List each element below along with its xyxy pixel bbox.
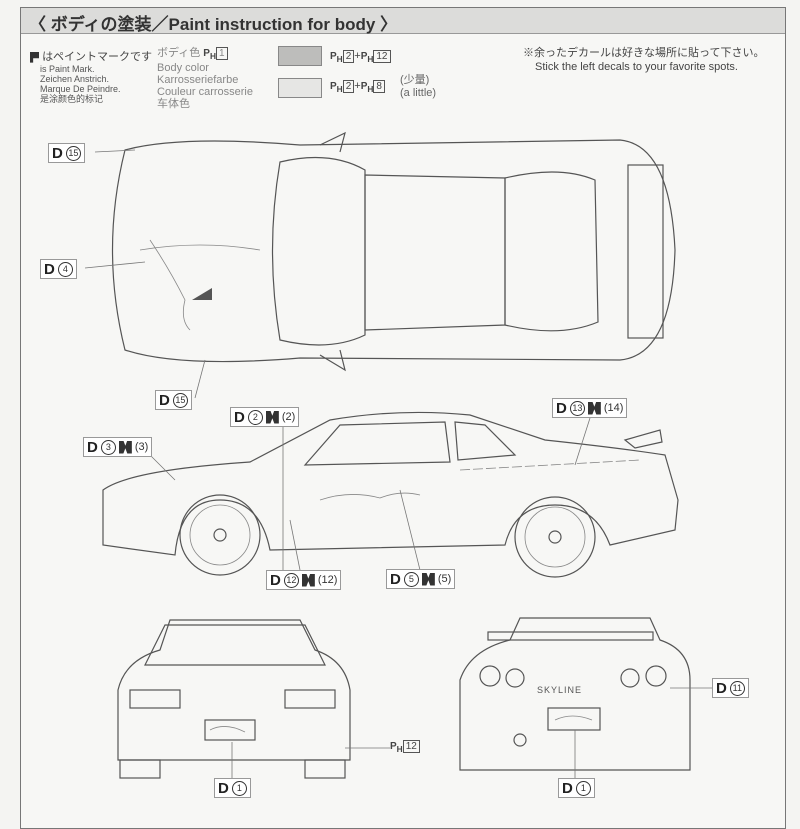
part-number: (12) (317, 574, 338, 586)
paint-mark-ja: はペイントマークです (42, 51, 153, 63)
decal-letter: D (390, 570, 401, 588)
decal-note-en: Stick the left decals to your favorite s… (535, 61, 738, 73)
mix-note-en: (a little) (400, 87, 437, 99)
skyline-emblem: SKYLINE (537, 685, 582, 695)
section-header: 〈 ボディの塗装／Paint instruction for body 〉 (21, 8, 785, 34)
page-frame (20, 7, 786, 829)
car-rear-view (459, 617, 691, 771)
decal-number: 15 (172, 392, 188, 408)
decal-number: 3 (100, 439, 116, 455)
decal-letter: D (234, 408, 245, 426)
decal-letter: D (44, 260, 55, 278)
decal-note-ja: ※余ったデカールは好きな場所に貼って下さい。 (523, 47, 765, 59)
body-color-fr: Couleur carrosserie (157, 86, 253, 98)
plus: + (354, 80, 361, 92)
decal-number: 12 (283, 572, 299, 588)
part-number: (2) (281, 411, 296, 423)
car-side-view (102, 411, 679, 578)
h-mark-icon (301, 573, 315, 587)
part-number: (14) (603, 402, 624, 414)
decal-letter: D (556, 399, 567, 417)
body-color-ja: ボディ色 (157, 47, 201, 59)
color-number: 12 (402, 740, 420, 753)
decal-number: 2 (247, 409, 263, 425)
car-top-view (111, 131, 676, 372)
decal-letter: D (270, 571, 281, 589)
mix-a: 2 (342, 50, 355, 63)
decal-note: ※余ったデカールは好きな場所に貼って下さい。 Stick the left dec… (523, 46, 764, 74)
body-color-de: Karrosseriefarbe (157, 74, 239, 86)
mix-note-ja: (少量) (400, 74, 430, 86)
h-mark-icon (421, 572, 435, 586)
part-number: (5) (437, 573, 452, 585)
decal-number: 5 (403, 571, 419, 587)
decal-number: 1 (575, 780, 591, 796)
decal-number: 4 (57, 261, 73, 277)
mix-b: 8 (373, 80, 385, 93)
decal-letter: D (716, 679, 727, 697)
mix-b: 12 (373, 50, 391, 63)
mix-note: (少量)(a little) (400, 74, 436, 100)
body-color-en: Body color (157, 62, 209, 74)
color-swatch-dark (278, 46, 322, 66)
paint-mark-fr: Marque De Peindre. (40, 84, 121, 94)
paint-mark-legend: はペイントマークです is Paint Mark. Zeichen Anstri… (30, 48, 152, 104)
page-title: 〈 ボディの塗装／Paint instruction for body 〉 (29, 15, 398, 34)
ph-sub: H (209, 51, 216, 61)
paint-mark-zh: 是涂颜色的标记 (40, 94, 104, 104)
decal-letter: D (218, 779, 229, 797)
paint-mark-de: Zeichen Anstrich. (40, 74, 110, 84)
part-number: (3) (134, 441, 149, 453)
decal-number: 11 (729, 680, 745, 696)
decal-number: 1 (231, 780, 247, 796)
decal-letter: D (159, 391, 170, 409)
ph-label: P (203, 48, 210, 59)
h-mark-icon (587, 401, 601, 415)
plus: + (354, 50, 361, 62)
decal-letter: D (87, 438, 98, 456)
paint-mark-en: is Paint Mark. (40, 64, 95, 74)
car-front-view (117, 619, 351, 779)
decal-letter: D (52, 144, 63, 162)
h-mark-icon (265, 410, 279, 424)
decal-number: 13 (569, 400, 585, 416)
decal-letter: D (562, 779, 573, 797)
decal-number: 15 (65, 145, 81, 161)
h-mark-icon (118, 440, 132, 454)
body-color-zh: 车体色 (157, 98, 190, 110)
color-swatch-light (278, 78, 322, 98)
mix-a: 2 (342, 80, 355, 93)
color-number: 1 (215, 47, 228, 60)
paint-mark-icon (30, 51, 39, 63)
